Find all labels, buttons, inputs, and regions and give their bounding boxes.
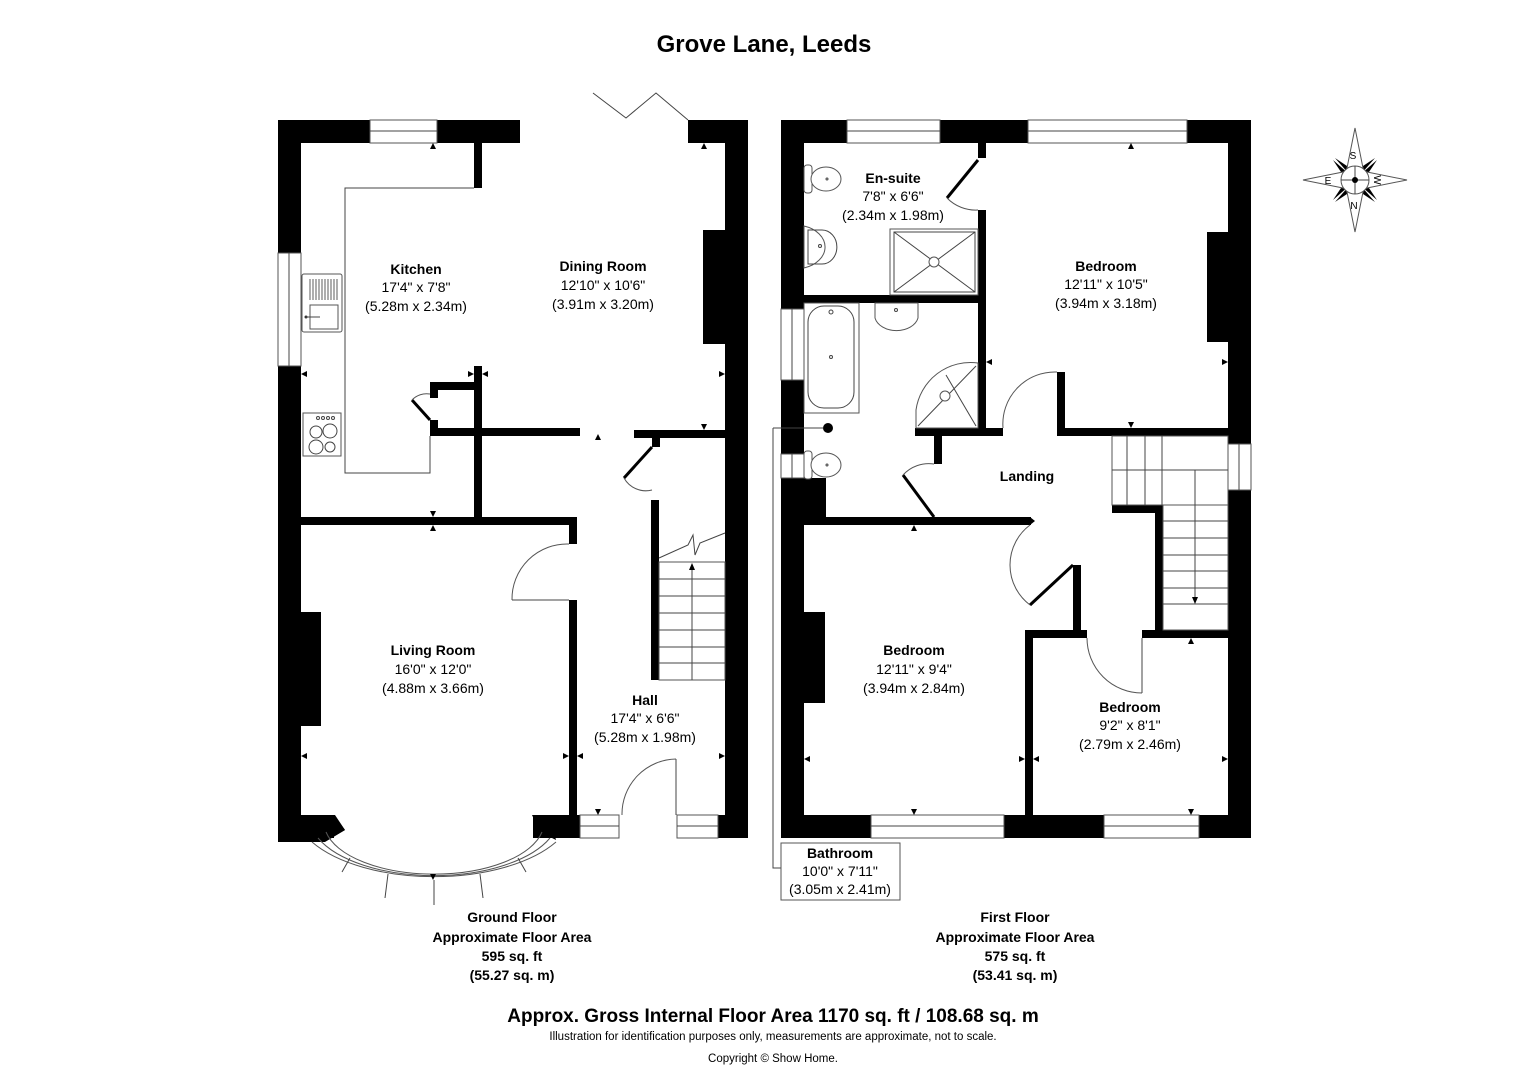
page-title: Grove Lane, Leeds	[657, 31, 872, 58]
svg-text:(55.27 sq. m): (55.27 sq. m)	[470, 967, 555, 983]
svg-text:Bedroom: Bedroom	[883, 642, 944, 658]
svg-text:(3.05m x 2.41m): (3.05m x 2.41m)	[789, 881, 891, 897]
svg-text:12'11" x 9'4": 12'11" x 9'4"	[876, 661, 952, 677]
ground-floor-windows	[277, 119, 719, 905]
room-label-landing: Landing	[1000, 468, 1054, 484]
svg-text:(3.91m x 3.20m): (3.91m x 3.20m)	[552, 296, 654, 312]
svg-text:First Floor: First Floor	[980, 909, 1050, 925]
svg-text:W: W	[1371, 175, 1382, 185]
sink-icon	[301, 273, 343, 333]
room-label-bedroom-3: Bedroom 9'2" x 8'1" (2.79m x 2.46m)	[1079, 699, 1181, 752]
svg-text:Bedroom: Bedroom	[1075, 258, 1136, 274]
svg-text:Landing: Landing	[1000, 468, 1054, 484]
svg-text:S: S	[1350, 151, 1357, 162]
svg-text:(2.79m x 2.46m): (2.79m x 2.46m)	[1079, 736, 1181, 752]
first-floor-plan: En-suite 7'8" x 6'6" (2.34m x 1.98m) Bed…	[772, 119, 1252, 983]
room-label-bathroom: Bathroom 10'0" x 7'11" (3.05m x 2.41m)	[772, 428, 901, 901]
svg-text:Hall: Hall	[632, 692, 658, 708]
svg-text:Bedroom: Bedroom	[1099, 699, 1160, 715]
svg-text:(5.28m x 2.34m): (5.28m x 2.34m)	[365, 298, 467, 314]
svg-text:12'11" x 10'5": 12'11" x 10'5"	[1064, 276, 1148, 292]
first-floor-windows	[780, 119, 1252, 839]
svg-text:Bathroom: Bathroom	[807, 845, 873, 861]
compass-rose-icon: S N E W	[1302, 127, 1408, 233]
toilet-icon	[803, 450, 842, 480]
svg-text:9'2" x 8'1": 9'2" x 8'1"	[1099, 717, 1160, 733]
bathroom-fixtures	[773, 164, 979, 480]
ground-floor-plan: Kitchen 17'4" x 7'8" (5.28m x 2.34m) Din…	[277, 92, 748, 983]
ground-floor-stairs	[658, 532, 726, 681]
basin-icon	[874, 302, 919, 332]
room-label-living-room: Living Room 16'0" x 12'0" (4.88m x 3.66m…	[382, 642, 484, 696]
kitchen-worktop	[344, 187, 474, 474]
svg-text:(5.28m x 1.98m): (5.28m x 1.98m)	[594, 729, 696, 745]
svg-text:(3.94m x 2.84m): (3.94m x 2.84m)	[863, 680, 965, 696]
svg-text:Kitchen: Kitchen	[390, 261, 441, 277]
svg-text:(4.88m x 3.66m): (4.88m x 3.66m)	[382, 680, 484, 696]
svg-text:(3.94m x 3.18m): (3.94m x 3.18m)	[1055, 295, 1157, 311]
toilet-icon	[803, 164, 842, 194]
shower-tray-icon	[889, 228, 979, 296]
svg-text:Approximate Floor Area: Approximate Floor Area	[433, 929, 592, 945]
hob-icon	[302, 412, 342, 457]
svg-text:17'4" x 7'8": 17'4" x 7'8"	[382, 279, 451, 295]
first-floor-stairs	[1111, 435, 1229, 631]
svg-text:575 sq. ft: 575 sq. ft	[985, 948, 1046, 964]
dimension-arrows	[804, 143, 1228, 815]
svg-text:Approximate Floor Area: Approximate Floor Area	[936, 929, 1095, 945]
bathtub-icon	[803, 302, 860, 414]
bifold-door-icon	[592, 92, 689, 121]
room-label-dining-room: Dining Room 12'10" x 10'6" (3.91m x 3.20…	[552, 258, 654, 312]
room-label-kitchen: Kitchen 17'4" x 7'8" (5.28m x 2.34m)	[365, 261, 467, 314]
svg-text:(2.34m x 1.98m): (2.34m x 1.98m)	[842, 207, 944, 223]
dimension-arrows	[301, 143, 725, 880]
ground-floor-walls	[278, 120, 748, 842]
corner-shower-icon	[915, 362, 979, 429]
svg-text:Ground Floor: Ground Floor	[467, 909, 557, 925]
svg-text:(53.41 sq. m): (53.41 sq. m)	[973, 967, 1058, 983]
first-floor-doors	[901, 159, 1143, 694]
svg-text:7'8" x 6'6": 7'8" x 6'6"	[862, 188, 923, 204]
disclaimer: Illustration for identification purposes…	[549, 1031, 996, 1043]
soil-pipe	[823, 423, 833, 433]
svg-text:10'0" x 7'11": 10'0" x 7'11"	[802, 863, 878, 879]
room-label-hall: Hall 17'4" x 6'6" (5.28m x 1.98m)	[594, 692, 696, 745]
first-floor-walls	[781, 120, 1251, 838]
svg-text:Dining Room: Dining Room	[559, 258, 646, 274]
room-label-en-suite: En-suite 7'8" x 6'6" (2.34m x 1.98m)	[842, 170, 944, 223]
svg-text:N: N	[1350, 201, 1357, 212]
svg-text:17'4" x 6'6": 17'4" x 6'6"	[611, 710, 680, 726]
basin-icon	[803, 225, 838, 269]
svg-text:16'0" x 12'0": 16'0" x 12'0"	[395, 661, 472, 677]
room-label-bedroom-1: Bedroom 12'11" x 10'5" (3.94m x 3.18m)	[1055, 258, 1157, 311]
svg-text:595 sq. ft: 595 sq. ft	[482, 948, 543, 964]
svg-text:12'10" x 10'6": 12'10" x 10'6"	[561, 277, 646, 293]
svg-text:En-suite: En-suite	[865, 170, 920, 186]
gross-floor-area: Approx. Gross Internal Floor Area 1170 s…	[507, 1006, 1038, 1027]
ground-floor-area-label: Ground Floor Approximate Floor Area 595 …	[433, 909, 592, 983]
ground-floor-doors	[410, 393, 677, 816]
svg-text:E: E	[1325, 176, 1332, 187]
room-label-bedroom-2: Bedroom 12'11" x 9'4" (3.94m x 2.84m)	[863, 642, 965, 696]
svg-text:Living Room: Living Room	[391, 642, 476, 658]
copyright: Copyright © Show Home.	[708, 1053, 838, 1065]
first-floor-area-label: First Floor Approximate Floor Area 575 s…	[936, 909, 1095, 983]
